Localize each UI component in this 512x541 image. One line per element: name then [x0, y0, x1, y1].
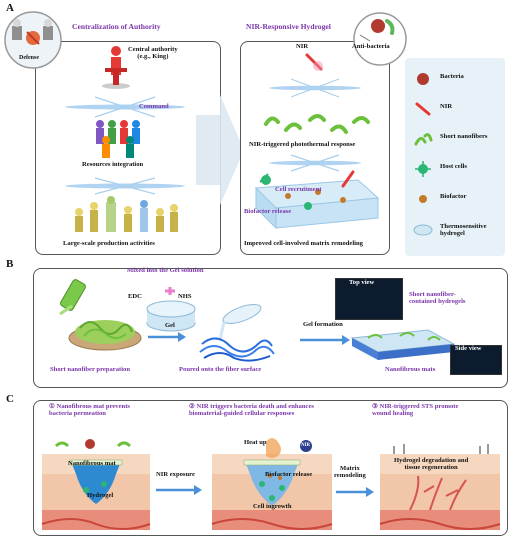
legend-label: Host cells — [440, 163, 467, 170]
production-label: Large-scale production activities — [63, 240, 155, 247]
nir-beam-2 — [269, 154, 361, 172]
command-beam — [65, 96, 185, 118]
top-view-label: Top view — [349, 279, 375, 286]
biofactor-release-label: Biofactor release — [244, 208, 292, 215]
production-figures — [75, 196, 178, 232]
biofactor-icon — [419, 195, 427, 203]
host-cell-icon — [415, 161, 431, 177]
edc-label: EDC — [128, 293, 142, 300]
side-view-image — [450, 345, 502, 375]
gel-dish — [146, 287, 196, 332]
nanofibers-row — [264, 114, 370, 134]
matrix-remodeling-arrow — [336, 487, 374, 497]
matrix-remodeling-label: Matrix remodeling — [334, 465, 366, 479]
cell-recruitment-label: Cell recruitment — [275, 186, 322, 193]
legend-label: Short nanofibers — [440, 133, 488, 140]
bacteria-icon — [417, 73, 429, 85]
legend-label: Biofactor — [440, 193, 467, 200]
step3-label: Nanofibrous mats — [385, 366, 436, 373]
gel-formation-arrow — [300, 335, 350, 345]
skin-tissue-1 — [41, 439, 151, 530]
nir-badge-label: NIR — [301, 443, 311, 448]
legend-label: Bacteria — [440, 73, 464, 80]
panel-b-letter: B — [6, 258, 14, 270]
step2-label: Poured onto the fiber surface — [179, 366, 262, 373]
people-group — [96, 120, 140, 158]
top-view-image — [335, 278, 403, 320]
photothermal-label: NIR-triggered photothermal response — [249, 141, 356, 148]
c-step1-title: ① Nanofibrous mat prevents bacteria perm… — [49, 403, 130, 417]
nanofibrous-mat — [350, 329, 456, 360]
anti-bacteria-circle — [353, 12, 407, 66]
nir-beam-1 — [269, 78, 361, 98]
nanofibrous-mat-label: Nanofibrous mat — [68, 460, 116, 467]
short-nanofiber-icon — [414, 133, 433, 146]
hydrogel-title: NIR-Responsive Hydrogel — [246, 22, 331, 31]
panel-c-letter: C — [6, 393, 14, 405]
improved-label: Improved cell-involved matrix remodeling — [244, 240, 363, 247]
gel-label: Gel — [165, 322, 175, 329]
nir-icon — [415, 102, 431, 116]
resources-beam — [65, 177, 185, 195]
command-label: Command — [139, 103, 169, 110]
transition-arrow — [196, 95, 244, 205]
gel-formation-label: Gel formation — [303, 321, 343, 328]
cell-ingrowth-label: Cell ingrowth — [253, 503, 292, 510]
resources-label: Resources integration — [82, 161, 144, 168]
skin-tissue-2 — [211, 438, 333, 530]
tube-illustration — [59, 279, 86, 316]
defense-circle — [4, 11, 62, 69]
step1-label: Short nanofiber preparation — [50, 366, 130, 373]
defense-label: Defense — [19, 55, 39, 61]
central-authority-label: Central authority (e.g., King) — [128, 46, 178, 60]
nir-exposure-arrow — [156, 485, 202, 495]
panel-a-letter: A — [6, 2, 14, 14]
pour-scene — [199, 304, 275, 362]
side-view-label: Side view — [455, 345, 482, 352]
skin-tissue-3 — [379, 444, 501, 530]
legend-label: NIR — [440, 103, 453, 110]
short-fiber-gel-label: Short nanofiber- contained hydrogels — [409, 291, 466, 305]
nir-exposure-label: NIR exposure — [156, 471, 195, 478]
anti-bacteria-label: Anti-bacteria — [352, 43, 390, 50]
legend-box — [405, 58, 505, 256]
degradation-label: Hydrogel degradation and tissue regenera… — [394, 457, 469, 471]
hydrogel-label-c: Hydrogel — [87, 492, 114, 499]
c-step3-title: ③ NIR-triggered STS promote wound healin… — [372, 403, 459, 417]
biofactor-release-c-label: Biofactor release — [265, 471, 313, 478]
nir-label-a: NIR — [296, 43, 309, 50]
nhs-label: NHS — [178, 293, 192, 300]
king-figure — [102, 46, 130, 89]
pour-arrow-1 — [148, 332, 186, 342]
nir-laser-a — [305, 53, 323, 71]
hydrogel-icon — [413, 224, 433, 236]
legend-label: Thermosensitive hydrogel — [440, 223, 487, 237]
fiber-dish — [68, 320, 142, 351]
mixed-label: Mixed into the Gel solution — [127, 267, 204, 274]
heat-up-label: Heat up — [244, 439, 267, 446]
centralization-title: Centralization of Authority — [72, 22, 161, 31]
hydrogel-block — [254, 170, 380, 230]
c-step2-title: ② NIR triggers bacteria death and enhanc… — [189, 403, 314, 417]
